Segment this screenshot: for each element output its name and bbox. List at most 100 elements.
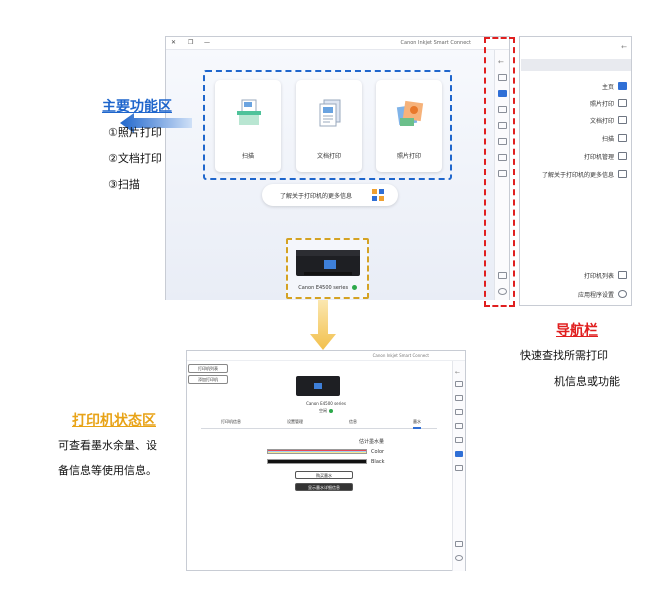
printer-status-area[interactable]: Canon E4500 series xyxy=(286,238,369,299)
printer-management-icon xyxy=(618,152,627,160)
card-label: 扫描 xyxy=(241,153,254,160)
sidebar-item-label: 应用程序设置 xyxy=(577,291,614,299)
ink-level-color xyxy=(267,449,367,454)
home-icon[interactable] xyxy=(498,90,507,97)
app-window-printer-status: Canon Inkjet Smart Connect 打印机列表 添加打印机 C… xyxy=(186,350,466,571)
printer-name: Canon E4500 series xyxy=(298,285,349,291)
annotation-line: ①照片打印 xyxy=(108,126,162,139)
sidebar-item-label: 主页 xyxy=(601,83,614,91)
info-icon[interactable] xyxy=(498,170,507,177)
settings-gear-icon[interactable] xyxy=(455,555,463,561)
annotation-line: ②文档打印 xyxy=(108,152,162,165)
card-document-print[interactable]: 文档打印 xyxy=(296,80,362,172)
card-scan[interactable]: 扫描 xyxy=(215,80,281,172)
sidebar-item-app-settings[interactable]: 应用程序设置 xyxy=(578,287,627,301)
card-label: 照片打印 xyxy=(396,153,421,160)
photo-print-icon[interactable] xyxy=(455,409,463,415)
sidebar-item-label: 照片打印 xyxy=(589,100,614,108)
info-icon[interactable] xyxy=(455,465,463,471)
printer-image xyxy=(296,376,340,396)
menu-icon[interactable] xyxy=(455,381,463,387)
function-area: 照片打印 文档打印 扫描 xyxy=(203,70,452,180)
nav-bar-highlight xyxy=(484,37,515,307)
printer-status: 空闲 xyxy=(319,408,327,413)
window-title: Canon Inkjet Smart Connect xyxy=(372,353,429,358)
arrow-down-icon xyxy=(310,300,336,350)
tab-settings-management[interactable]: 设置管理 xyxy=(287,419,303,424)
ink-black-label: Black xyxy=(371,459,385,465)
sidebar-item-scan[interactable]: 扫描 xyxy=(602,131,627,145)
apps-grid-icon xyxy=(372,189,384,201)
sidebar-item-printer-list[interactable]: 打印机列表 xyxy=(584,268,627,282)
settings-gear-icon[interactable] xyxy=(498,288,507,295)
card-photo-print[interactable]: 照片打印 xyxy=(376,80,442,172)
add-printer-button[interactable]: 添加打印机 xyxy=(188,375,228,384)
arrow-left-icon xyxy=(120,113,192,133)
close-icon[interactable]: ✕ xyxy=(171,39,177,46)
back-arrow-icon[interactable]: ← xyxy=(621,43,627,51)
printer-list-icon[interactable] xyxy=(455,541,463,547)
photo-print-icon[interactable] xyxy=(498,106,507,113)
restore-icon[interactable]: ❐ xyxy=(188,39,194,46)
learn-more-button[interactable]: 了解关于打印机的更多信息 xyxy=(262,184,398,206)
sidebar-item-document-print[interactable]: 文档打印 xyxy=(590,113,627,127)
annotation-nav-title: 导航栏 xyxy=(556,323,598,339)
status-online-icon xyxy=(329,409,333,413)
printer-image xyxy=(296,250,360,276)
printer-name: Canon E4500 series xyxy=(306,401,346,406)
ink-section-title: 估计墨水量 xyxy=(359,439,385,445)
status-tabs: 墨水 信息 设置管理 打印机信息 xyxy=(201,417,437,429)
annotation-status-title: 打印机状态区 xyxy=(72,413,156,429)
scanner-icon xyxy=(237,99,261,125)
menu-selection xyxy=(521,59,631,71)
annotation-line: 可查看墨水余量、设 xyxy=(58,439,157,452)
navigation-rail: ← xyxy=(494,50,509,300)
annotation-line: 机信息或功能 xyxy=(554,375,620,388)
back-arrow-icon[interactable]: ← xyxy=(455,369,461,376)
sidebar-item-learn-more[interactable]: 了解关于打印机的更多信息 xyxy=(542,167,627,181)
photo-print-icon xyxy=(618,99,627,107)
photo-icon xyxy=(396,100,424,126)
scan-icon[interactable] xyxy=(455,437,463,443)
settings-gear-icon xyxy=(618,290,627,298)
tab-info[interactable]: 信息 xyxy=(349,419,357,424)
annotation-line: 备信息等使用信息。 xyxy=(58,464,157,477)
home-icon[interactable] xyxy=(455,395,463,401)
window-title: Canon Inkjet Smart Connect xyxy=(400,40,471,46)
card-label: 文档打印 xyxy=(316,153,341,160)
annotation-line: ③扫描 xyxy=(108,178,140,191)
back-arrow-icon[interactable]: ← xyxy=(498,58,504,66)
sidebar-item-printer-management[interactable]: 打印机管理 xyxy=(584,149,627,163)
scan-icon xyxy=(618,134,627,142)
navigation-rail: ← xyxy=(452,361,465,571)
annotation-title: 主要功能区 xyxy=(102,99,172,115)
printer-list-button[interactable]: 打印机列表 xyxy=(188,364,228,373)
document-print-icon[interactable] xyxy=(498,122,507,129)
printer-list-icon[interactable] xyxy=(498,272,507,279)
ink-details-button[interactable]: 显示墨水详细信息 xyxy=(295,483,353,491)
printer-management-icon[interactable] xyxy=(455,451,463,457)
buy-ink-button[interactable]: 购买墨水 xyxy=(295,471,353,479)
sidebar-item-label: 文档打印 xyxy=(589,117,614,125)
sidebar-item-home[interactable]: 主页 xyxy=(602,79,627,93)
tab-ink[interactable]: 墨水 xyxy=(413,419,421,429)
sidebar-item-photo-print[interactable]: 照片打印 xyxy=(590,96,627,110)
sidebar-item-label: 扫描 xyxy=(601,135,614,143)
home-icon xyxy=(618,82,627,90)
sidebar-item-label: 打印机管理 xyxy=(583,153,614,161)
annotation-line: 快速查找所需打印 xyxy=(520,349,608,362)
sidebar-item-label: 了解关于打印机的更多信息 xyxy=(541,171,614,179)
tab-printer-info[interactable]: 打印机信息 xyxy=(221,419,241,424)
annotation-function-area: 主要功能区 xyxy=(102,96,172,116)
info-icon xyxy=(618,170,627,178)
printer-list-icon xyxy=(618,271,627,279)
minimize-icon[interactable]: — xyxy=(204,39,210,46)
ink-level-black xyxy=(267,459,367,464)
printer-management-icon[interactable] xyxy=(498,154,507,161)
document-print-icon[interactable] xyxy=(455,423,463,429)
title-bar: Canon Inkjet Smart Connect xyxy=(187,351,465,361)
menu-icon[interactable] xyxy=(498,74,507,81)
document-print-icon xyxy=(618,116,627,124)
document-icon xyxy=(319,99,341,127)
scan-icon[interactable] xyxy=(498,138,507,145)
